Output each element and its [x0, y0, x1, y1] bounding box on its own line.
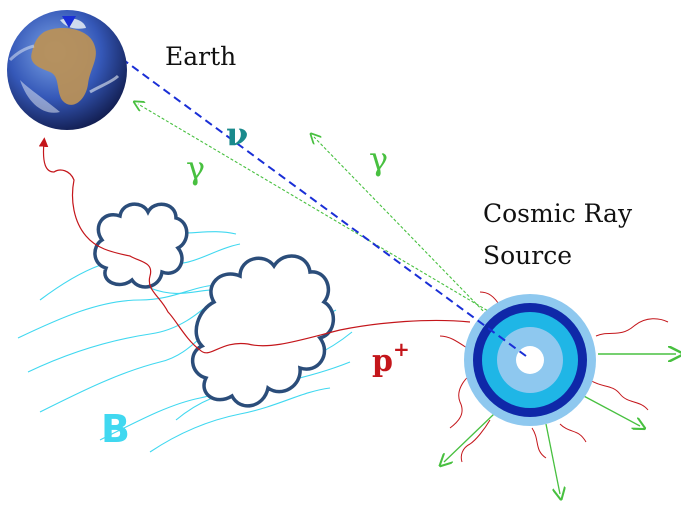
- proton-path: [38, 137, 471, 354]
- large-cloud-icon: [191, 254, 335, 408]
- small-cloud-icon: [93, 202, 189, 289]
- gamma-rays: [138, 104, 676, 494]
- source-label-line2: Source: [483, 241, 573, 270]
- neutrino-label: ν: [226, 115, 249, 153]
- proton-label: p+: [372, 339, 410, 379]
- proton-symbol: p: [372, 344, 393, 379]
- neutrino-path: [71, 21, 527, 357]
- gamma-label-right: γ: [369, 140, 389, 178]
- magnetic-field-label: B: [101, 407, 130, 451]
- gamma-label-left: γ: [186, 149, 206, 187]
- earth-label: Earth: [165, 42, 237, 71]
- source-label-line1: Cosmic Ray: [483, 199, 633, 228]
- proton-charge: +: [392, 337, 410, 361]
- source-emission-lines: [439, 291, 669, 463]
- cosmic-ray-source-icon: [464, 294, 596, 426]
- earth-globe-icon: [7, 10, 127, 130]
